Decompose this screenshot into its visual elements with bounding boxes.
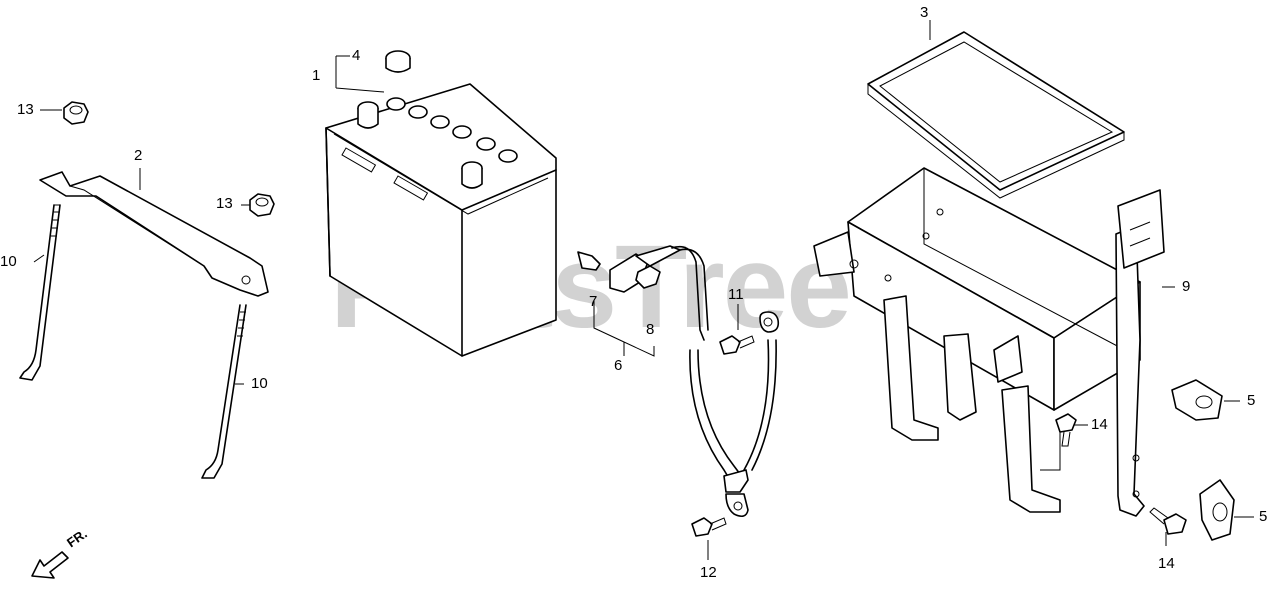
nut-lower: [249, 193, 275, 217]
clip-lower: [1199, 479, 1235, 541]
clip-upper: [1171, 379, 1223, 421]
callout-10-left: 10: [0, 253, 17, 270]
callout-1: 1: [312, 67, 321, 84]
callout-13-upper: 13: [17, 101, 34, 118]
battery-rod-right: [201, 304, 247, 479]
callout-12: 12: [700, 564, 717, 581]
battery-box-cover: [867, 31, 1125, 199]
callout-11: 11: [728, 286, 744, 303]
battery-cable: [671, 245, 780, 518]
positive-terminal: [577, 245, 681, 293]
callout-10-right: 10: [251, 375, 268, 392]
callout-6: 6: [614, 357, 623, 374]
front-direction-arrow-icon: [31, 551, 69, 579]
battery-box: [813, 167, 1165, 517]
callout-7: 7: [589, 293, 598, 310]
callout-9: 9: [1182, 278, 1191, 295]
battery-cap: [385, 50, 411, 73]
callout-13-lower: 13: [216, 195, 233, 212]
battery: [325, 83, 557, 357]
bolt-12: [691, 517, 727, 537]
bolt-14-upper: [1055, 413, 1077, 447]
nut-upper: [63, 101, 89, 125]
callout-5-upper: 5: [1247, 392, 1256, 409]
bolt-14-lower: [1149, 507, 1187, 535]
hold-down-bracket: [39, 171, 269, 297]
callout-8: 8: [646, 321, 655, 338]
callout-4: 4: [352, 47, 361, 64]
battery-rod-left: [19, 204, 61, 381]
callout-14-lower: 14: [1158, 555, 1175, 572]
bolt-11: [719, 335, 755, 355]
callout-2: 2: [134, 147, 143, 164]
callout-5-lower: 5: [1259, 508, 1268, 525]
callout-14-upper: 14: [1091, 416, 1108, 433]
leader-lines: [33, 20, 1254, 560]
callout-3: 3: [920, 4, 929, 21]
